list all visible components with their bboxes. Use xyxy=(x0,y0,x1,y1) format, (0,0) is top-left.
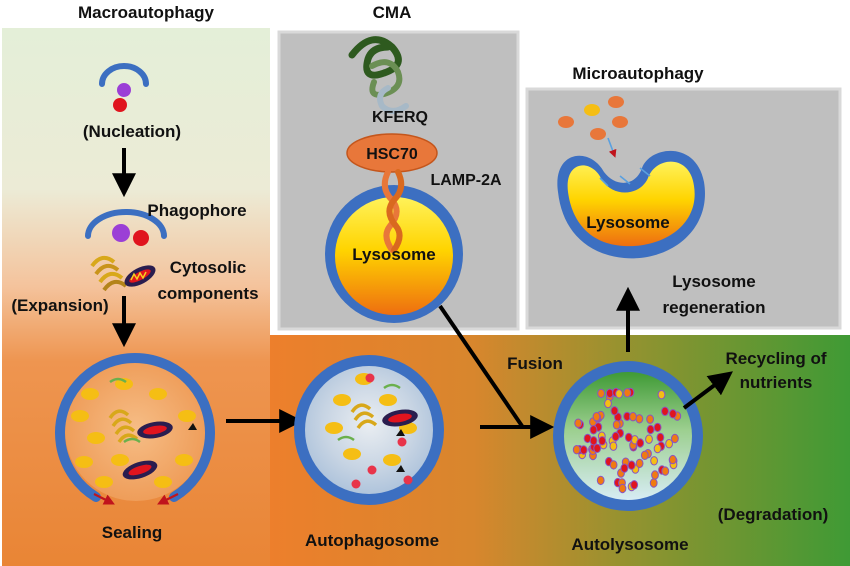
label-degradation: (Degradation) xyxy=(718,505,829,524)
particle xyxy=(604,398,612,409)
header-microautophagy: Microautophagy xyxy=(572,64,704,83)
particle xyxy=(624,432,633,443)
particle xyxy=(645,434,653,444)
lamp2a-receptor xyxy=(381,169,405,253)
particle xyxy=(661,466,670,476)
nucleation-structure xyxy=(99,63,149,112)
header-macroautophagy: Macroautophagy xyxy=(78,3,215,22)
label-sealing: Sealing xyxy=(102,523,162,542)
hsc70-chaperone xyxy=(346,133,438,173)
particle xyxy=(612,420,621,430)
label-recycling-line2: nutrients xyxy=(740,373,813,392)
particle xyxy=(609,441,618,451)
label-recycling-line1: Recycling of xyxy=(725,349,826,368)
label-hsc70: HSC70 xyxy=(366,146,418,163)
label-phagophore: Phagophore xyxy=(147,201,246,220)
particle xyxy=(649,478,658,488)
particle xyxy=(615,389,623,399)
particle xyxy=(593,443,602,453)
particle xyxy=(627,460,636,470)
particle xyxy=(610,406,619,416)
particle xyxy=(665,439,673,449)
particle xyxy=(579,445,588,455)
label-lamp2a: LAMP-2A xyxy=(430,172,502,189)
autolysosome-vesicle xyxy=(553,361,703,511)
degraded-particles xyxy=(572,387,682,494)
particle xyxy=(572,445,581,455)
mitochondrion-icon xyxy=(124,265,156,287)
cma-lysosome xyxy=(325,185,463,323)
particle xyxy=(646,424,655,435)
arrow-recycling xyxy=(682,371,733,410)
phagophore-structure xyxy=(85,209,167,246)
particle xyxy=(620,463,629,473)
header-cma: CMA xyxy=(373,3,412,22)
particle xyxy=(661,406,669,416)
particle xyxy=(609,460,618,470)
label-fusion: Fusion xyxy=(507,354,563,373)
particle xyxy=(589,425,598,435)
particle xyxy=(651,470,659,480)
particle xyxy=(636,438,645,448)
label-cytosolic-line2: components xyxy=(157,284,258,303)
label-expansion: (Expansion) xyxy=(11,296,108,315)
label-regeneration-line2: regeneration xyxy=(663,298,766,317)
particle xyxy=(611,431,620,442)
particle xyxy=(623,388,632,398)
particle xyxy=(629,412,637,422)
label-kferq: KFERQ xyxy=(372,109,428,126)
label-cytosolic-line1: Cytosolic xyxy=(170,258,247,277)
particle xyxy=(596,475,605,486)
particle xyxy=(598,436,607,446)
label-lysosome-micro: Lysosome xyxy=(586,213,669,232)
microautophagy-cargo xyxy=(558,96,628,140)
label-nucleation: (Nucleation) xyxy=(83,122,181,141)
particle xyxy=(574,418,583,428)
particle xyxy=(653,422,662,433)
micro-lysosome xyxy=(557,137,705,259)
particle xyxy=(618,483,627,494)
particle xyxy=(656,432,665,443)
autophagosome-vesicle xyxy=(294,355,444,505)
particle xyxy=(630,480,639,490)
particle xyxy=(653,443,662,454)
label-lysosome-cma: Lysosome xyxy=(352,245,435,264)
label-autophagosome: Autophagosome xyxy=(305,531,439,550)
particle xyxy=(646,414,654,424)
particle xyxy=(671,433,679,444)
particle xyxy=(589,436,598,446)
particle xyxy=(668,454,677,465)
golgi-icon xyxy=(90,255,128,292)
particle xyxy=(669,409,677,419)
arrow-cma-to-fusion xyxy=(438,304,524,428)
protein-ribbon-icon xyxy=(348,36,409,114)
particle xyxy=(635,414,644,424)
sealing-vesicle xyxy=(55,352,215,505)
label-autolysosome: Autolysosome xyxy=(571,535,688,554)
particle xyxy=(635,458,644,469)
label-regeneration-line1: Lysosome xyxy=(672,272,755,291)
particle xyxy=(592,412,601,422)
particle xyxy=(650,456,658,466)
particle xyxy=(640,450,649,460)
particle xyxy=(657,390,666,400)
particle xyxy=(597,388,605,399)
